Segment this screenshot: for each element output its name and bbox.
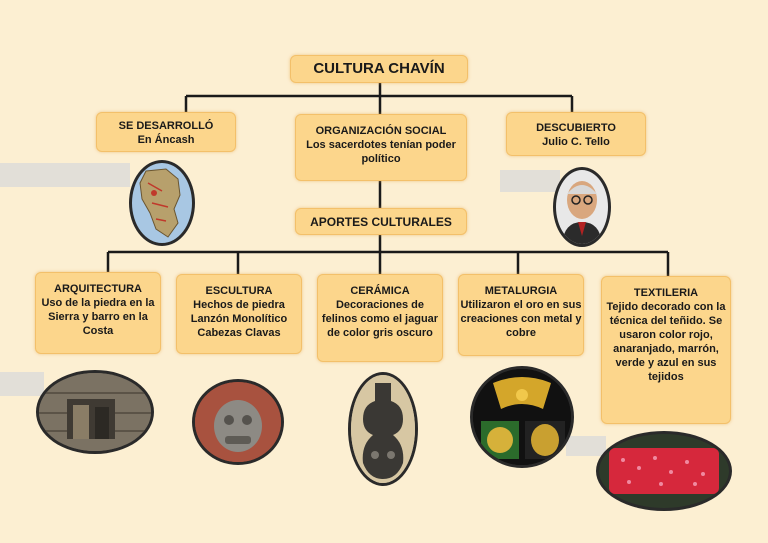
- metallurgy-heading: METALURGIA: [484, 285, 558, 297]
- title-text: CULTURA CHAVÍN: [313, 60, 445, 77]
- origin-box: SE DESARROLLÓ En Áncash: [96, 112, 236, 152]
- title-box: CULTURA CHAVÍN: [290, 55, 468, 83]
- contributions-heading: APORTES CULTURALES: [310, 214, 452, 229]
- sculpture-box: ESCULTURA Hechos de piedra Lanzón Monolí…: [176, 274, 302, 354]
- discovery-heading: DESCUBIERTO: [536, 122, 616, 134]
- contributions-box: APORTES CULTURALES: [295, 208, 467, 235]
- origin-heading: SE DESARROLLÓ: [118, 120, 214, 132]
- stone-temple-icon: [36, 370, 154, 454]
- architecture-box: ARQUITECTURA Uso de la piedra en la Sier…: [35, 272, 161, 354]
- textiles-box: TEXTILERIA Tejido decorado con la técnic…: [601, 276, 731, 424]
- textiles-heading: TEXTILERIA: [633, 287, 699, 299]
- sculpture-text: Hechos de piedra Lanzón Monolítico Cabez…: [190, 299, 288, 339]
- portrait-icon: [553, 167, 611, 247]
- gray-strip: [566, 436, 606, 456]
- textiles-text: Tejido decorado con la técnica del teñid…: [606, 301, 726, 383]
- social-text: Los sacerdotes tenían poder político: [306, 139, 456, 165]
- ceramics-box: CERÁMICA Decoraciones de felinos como el…: [317, 274, 443, 362]
- gray-strip: [0, 372, 44, 396]
- metallurgy-text: Utilizaron el oro en sus creaciones con …: [460, 299, 582, 339]
- peru-map-icon: [129, 160, 195, 246]
- origin-text: En Áncash: [137, 134, 195, 146]
- red-textile-icon: [596, 431, 732, 511]
- discovery-text: Julio C. Tello: [542, 136, 610, 148]
- social-heading: ORGANIZACIÓN SOCIAL: [315, 125, 447, 137]
- sculpture-heading: ESCULTURA: [205, 285, 273, 297]
- social-box: ORGANIZACIÓN SOCIAL Los sacerdotes tenía…: [295, 114, 467, 181]
- metallurgy-box: METALURGIA Utilizaron el oro en sus crea…: [458, 274, 584, 356]
- ceramic-vessel-icon: [348, 372, 418, 486]
- ceramics-text: Decoraciones de felinos como el jaguar d…: [321, 299, 439, 339]
- architecture-text: Uso de la piedra en la Sierra y barro en…: [41, 297, 155, 337]
- architecture-heading: ARQUITECTURA: [54, 283, 142, 295]
- gray-strip: [500, 170, 560, 192]
- gold-ornament-icon: [470, 366, 574, 468]
- stone-head-icon: [192, 379, 284, 465]
- discovery-box: DESCUBIERTO Julio C. Tello: [506, 112, 646, 156]
- ceramics-heading: CERÁMICA: [350, 285, 410, 297]
- gray-strip: [0, 163, 130, 187]
